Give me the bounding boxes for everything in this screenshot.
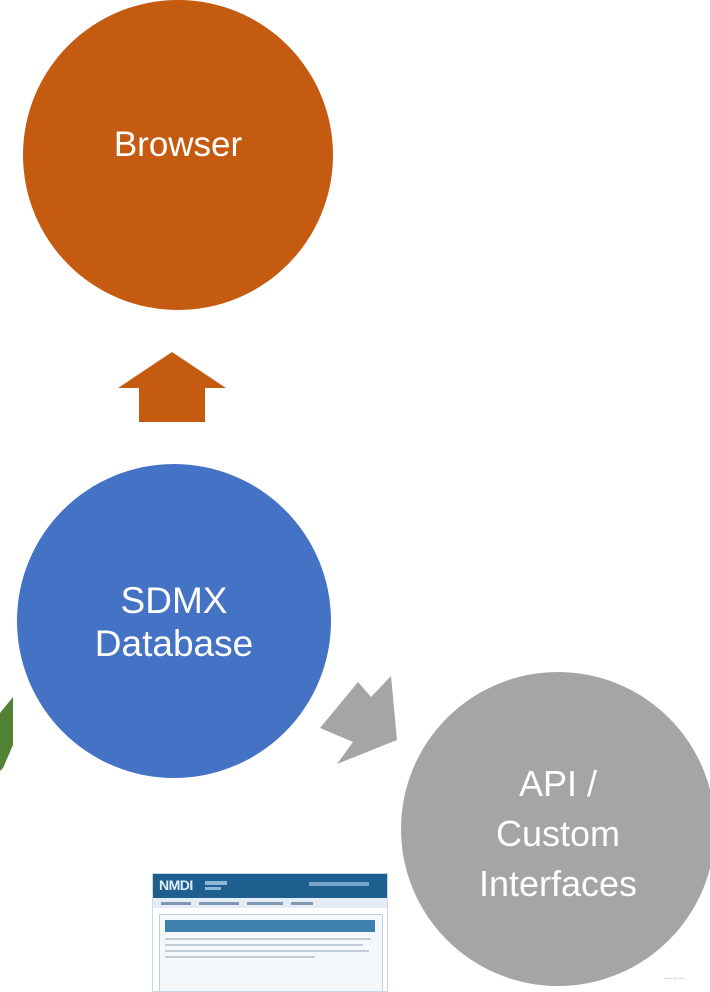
arrow-up-to-browser bbox=[118, 352, 226, 422]
thumbnail-logo-subtitle-2 bbox=[205, 887, 221, 890]
browser-node: Browser bbox=[23, 0, 333, 310]
thumbnail-nav-item bbox=[161, 902, 191, 905]
database-label-line-2: Database bbox=[94, 623, 254, 664]
sdmx-database-node: SDMX Database bbox=[17, 464, 331, 778]
thumbnail-header-bar bbox=[153, 874, 387, 898]
thumbnail-text-line bbox=[165, 938, 371, 940]
database-label-line-1: SDMX bbox=[120, 579, 228, 621]
thumbnail-nav-item bbox=[199, 902, 239, 905]
thumbnail-nav-item bbox=[291, 902, 313, 905]
arrow-to-api bbox=[320, 676, 397, 764]
api-custom-interfaces-node: API / Custom Interfaces bbox=[401, 672, 710, 986]
thumbnail-logo-subtitle bbox=[205, 881, 227, 885]
browser-label: Browser bbox=[113, 125, 243, 165]
api-label-line-2: Custom bbox=[495, 812, 621, 854]
api-label-line-3: Interfaces bbox=[478, 863, 638, 905]
thumbnail-logo: NMDI bbox=[159, 877, 193, 893]
arrow-partial-left bbox=[0, 697, 13, 771]
thumbnail-search-bar bbox=[309, 882, 369, 886]
thumbnail-text-line bbox=[165, 956, 315, 958]
thumbnail-welcome-banner bbox=[165, 920, 375, 932]
thumbnail-nav-item bbox=[247, 902, 283, 905]
thumbnail-text-line bbox=[165, 944, 363, 946]
api-label-line-1: API / bbox=[518, 762, 598, 804]
corner-faint-text: ▪▪▪▪ ▪▪ ▪▪▪ bbox=[664, 976, 685, 982]
website-screenshot-thumbnail: NMDI bbox=[152, 873, 388, 992]
thumbnail-text-line bbox=[165, 950, 369, 952]
